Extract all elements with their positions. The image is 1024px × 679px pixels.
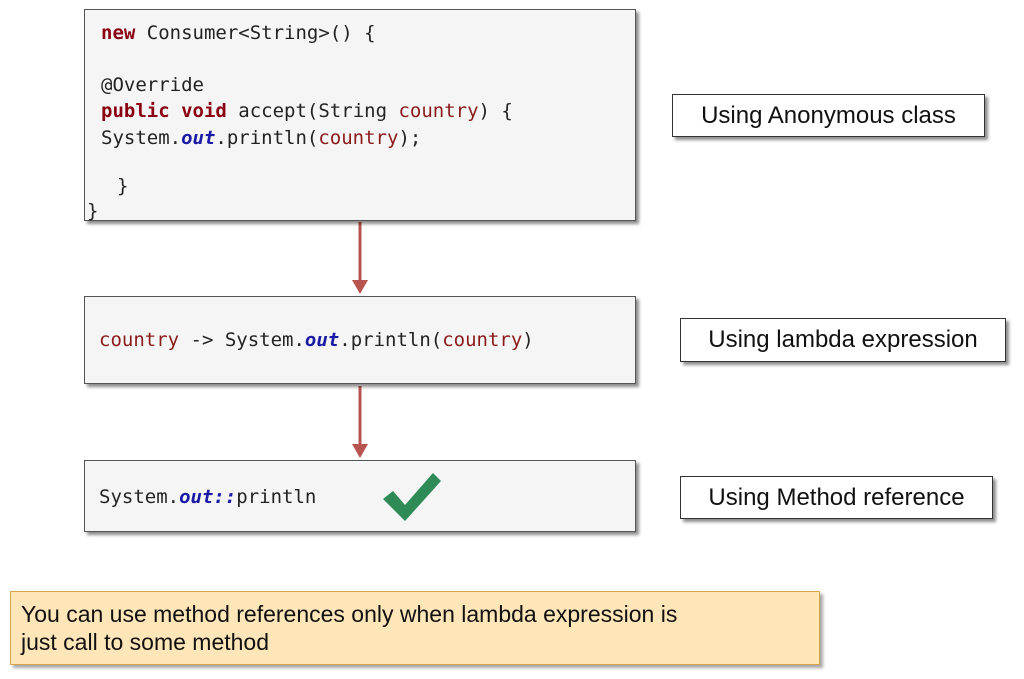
param-country: country	[318, 127, 399, 149]
code-line-2: @Override	[101, 74, 204, 96]
code-text: .println(	[215, 127, 319, 149]
label-method-reference: Using Method reference	[680, 476, 993, 519]
closing-brace: }	[117, 175, 129, 197]
note-line-2: just call to some method	[21, 629, 270, 655]
anonymous-class-code-box: new Consumer<String>() { @Override publi…	[84, 9, 636, 222]
annotation-override: @Override	[101, 74, 204, 96]
param-country: country	[398, 100, 479, 122]
arrow-lambda-to-method-reference	[352, 386, 368, 458]
code-text: Consumer<String>() {	[135, 22, 376, 44]
code-text: ) {	[478, 100, 513, 122]
note-line-1: You can use method references only when …	[21, 601, 678, 627]
method-reference-code-box: System.out::println	[84, 460, 636, 532]
static-field-out: out::	[179, 486, 237, 508]
closing-brace: }	[87, 200, 99, 222]
arrow-anonymous-to-lambda	[352, 222, 368, 294]
code-line-6: }	[87, 200, 98, 222]
keyword-public: public	[101, 100, 170, 122]
keyword-new: new	[101, 22, 136, 44]
lambda-code-box: country -> System.out.println(country)	[84, 296, 636, 384]
code-text: System.	[99, 486, 180, 508]
code-line-3: public void accept(String country) {	[101, 100, 513, 122]
code-text: );	[398, 127, 422, 149]
code-line-4: System.out.println(country);	[101, 127, 421, 149]
param-country: country	[442, 329, 523, 351]
checkmark-icon	[383, 473, 441, 521]
code-text: System.	[101, 127, 182, 149]
keyword-void: void	[181, 100, 227, 122]
code-text: -> System.	[179, 329, 305, 351]
code-text: accept(String	[226, 100, 399, 122]
static-field-out: out	[304, 329, 340, 351]
method-reference-code-line: System.out::println	[99, 486, 316, 508]
static-field-out: out	[181, 127, 216, 149]
label-anonymous-class: Using Anonymous class	[672, 94, 985, 137]
note-box: You can use method references only when …	[10, 591, 820, 665]
lambda-code-line: country -> System.out.println(country)	[99, 329, 534, 351]
code-text: )	[522, 329, 534, 351]
param-country: country	[99, 329, 180, 351]
code-text: println	[236, 486, 317, 508]
code-line-5: }	[117, 175, 128, 197]
label-lambda-expression: Using lambda expression	[680, 318, 1006, 362]
code-text: .println(	[339, 329, 443, 351]
code-line-1: new Consumer<String>() {	[101, 22, 376, 44]
